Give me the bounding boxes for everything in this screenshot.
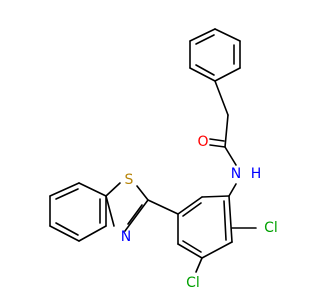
- atom-labels: O N H S N Cl Cl: [121, 134, 278, 291]
- amide-nitrogen-atom-label: N: [231, 166, 241, 182]
- chemical-structure-diagram: O N H S N Cl Cl: [49, 28, 278, 291]
- thiazole-nitrogen-atom-label: N: [121, 229, 131, 245]
- chlorine-bottom-atom-label: Cl: [186, 275, 200, 291]
- amide-hydrogen-atom-label: H: [251, 166, 262, 182]
- bond-lines: [49, 28, 257, 273]
- chlorine-right-atom-label: Cl: [264, 220, 278, 236]
- oxygen-atom-label: O: [197, 134, 208, 150]
- thiazole-sulfur-atom-label: S: [125, 172, 134, 188]
